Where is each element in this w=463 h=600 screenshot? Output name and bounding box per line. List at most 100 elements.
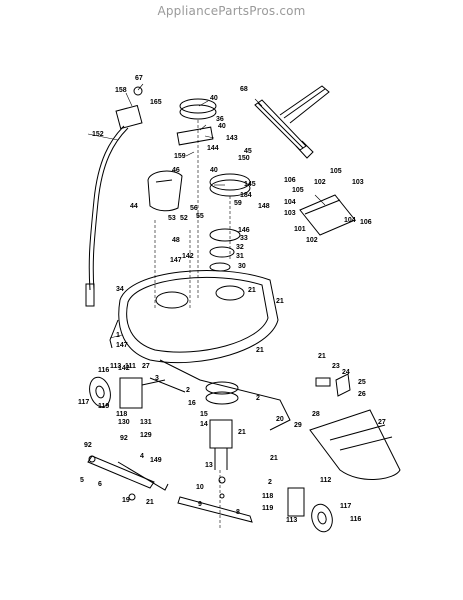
part-label: 33 — [240, 235, 248, 242]
part-label: 105 — [330, 168, 342, 175]
part-label: 23 — [332, 363, 340, 370]
part-label: 21 — [276, 298, 284, 305]
part-label: 67 — [135, 75, 143, 82]
part-label: 4 — [140, 453, 144, 460]
part-label: 26 — [358, 391, 366, 398]
part-label: 44 — [130, 203, 138, 210]
part-label: 112 — [320, 477, 331, 484]
part-label: 2 — [256, 395, 260, 402]
part-label: 40 — [210, 95, 218, 102]
part-label: 28 — [312, 411, 320, 418]
part-label: 13 — [205, 462, 213, 469]
part-label: 143 — [226, 135, 238, 142]
part-label: 147 — [170, 257, 182, 264]
part-label: 53 — [168, 215, 176, 222]
part-label: 21 — [256, 347, 264, 354]
part-label: 68 — [240, 86, 248, 93]
part-label: 40 — [218, 123, 226, 130]
part-label: 159 — [174, 153, 186, 160]
part-label: 130 — [118, 419, 130, 426]
spindle-housing — [205, 381, 239, 530]
part-label: 8 — [236, 509, 240, 516]
part-label: 20 — [276, 416, 284, 423]
part-label: 158 — [115, 87, 127, 94]
part-label: 21 — [248, 287, 256, 294]
part-label: 102 — [314, 179, 326, 186]
part-label: 113 — [110, 363, 121, 370]
part-label: 6 — [98, 481, 102, 488]
part-label: 142 — [118, 365, 130, 372]
part-label: 145 — [244, 181, 256, 188]
part-label: 119 — [262, 505, 273, 512]
part-label: 147 — [116, 342, 128, 349]
part-label: 2 — [186, 387, 190, 394]
right-gauge-wheel — [287, 487, 333, 533]
part-label: 103 — [352, 179, 364, 186]
control-cable — [85, 86, 143, 307]
part-label: 129 — [140, 432, 152, 439]
part-label: 25 — [358, 379, 366, 386]
part-label: 184 — [240, 192, 252, 199]
part-label: 146 — [238, 227, 250, 234]
part-label: 105 — [292, 187, 304, 194]
part-label: 1 — [116, 332, 120, 339]
part-label: 29 — [294, 422, 302, 429]
part-label: 116 — [350, 516, 361, 523]
left-gauge-wheel — [89, 376, 166, 409]
part-label: 34 — [116, 286, 124, 293]
part-label: 165 — [150, 99, 162, 106]
part-label: 36 — [216, 116, 224, 123]
part-label: 104 — [284, 199, 296, 206]
part-label: 131 — [140, 419, 152, 426]
part-label: 30 — [238, 263, 246, 270]
part-label: 40 — [210, 167, 218, 174]
mower-deck — [109, 269, 291, 431]
part-label: 118 — [262, 493, 273, 500]
part-label: 15 — [200, 411, 208, 418]
part-label: 102 — [306, 237, 318, 244]
part-label: 48 — [172, 237, 180, 244]
left-hanger-arm — [87, 455, 169, 501]
part-label: 92 — [120, 435, 128, 442]
part-label: 45 — [244, 148, 252, 155]
part-label: 21 — [270, 455, 278, 462]
part-label: 101 — [294, 226, 306, 233]
part-label: 16 — [188, 400, 196, 407]
discharge-chute — [309, 409, 401, 480]
part-label: 31 — [236, 253, 244, 260]
part-label: 118 — [116, 411, 127, 418]
part-label: 150 — [238, 155, 250, 162]
part-label: 27 — [378, 419, 386, 426]
belt-guard — [147, 170, 183, 212]
part-label: 106 — [284, 177, 296, 184]
part-label: 111 — [125, 363, 136, 370]
part-label: 144 — [207, 145, 219, 152]
part-label: 2 — [268, 479, 272, 486]
part-label: 116 — [98, 367, 109, 374]
part-label: 142 — [182, 253, 194, 260]
part-label: 3 — [155, 375, 159, 382]
part-label: 24 — [342, 369, 350, 376]
part-label: 113 — [286, 517, 297, 524]
part-label: 149 — [150, 457, 162, 464]
drive-belt — [254, 85, 330, 159]
part-label: 103 — [284, 210, 296, 217]
part-label: 46 — [172, 167, 180, 174]
part-label: 59 — [234, 200, 242, 207]
cutting-blade — [177, 496, 253, 523]
part-label: 5 — [80, 477, 84, 484]
part-label: 27 — [142, 363, 150, 370]
watermark: AppliancePartsPros.com — [157, 4, 306, 18]
part-label: 52 — [180, 215, 188, 222]
spring-bracket — [315, 373, 351, 397]
part-label: 117 — [340, 503, 351, 510]
part-label: 9 — [198, 501, 202, 508]
part-label: 92 — [84, 442, 92, 449]
part-label: 152 — [92, 131, 104, 138]
part-label: 21 — [146, 499, 154, 506]
part-label: 32 — [236, 244, 244, 251]
part-label: 10 — [196, 484, 204, 491]
chute-deflector — [299, 194, 356, 236]
